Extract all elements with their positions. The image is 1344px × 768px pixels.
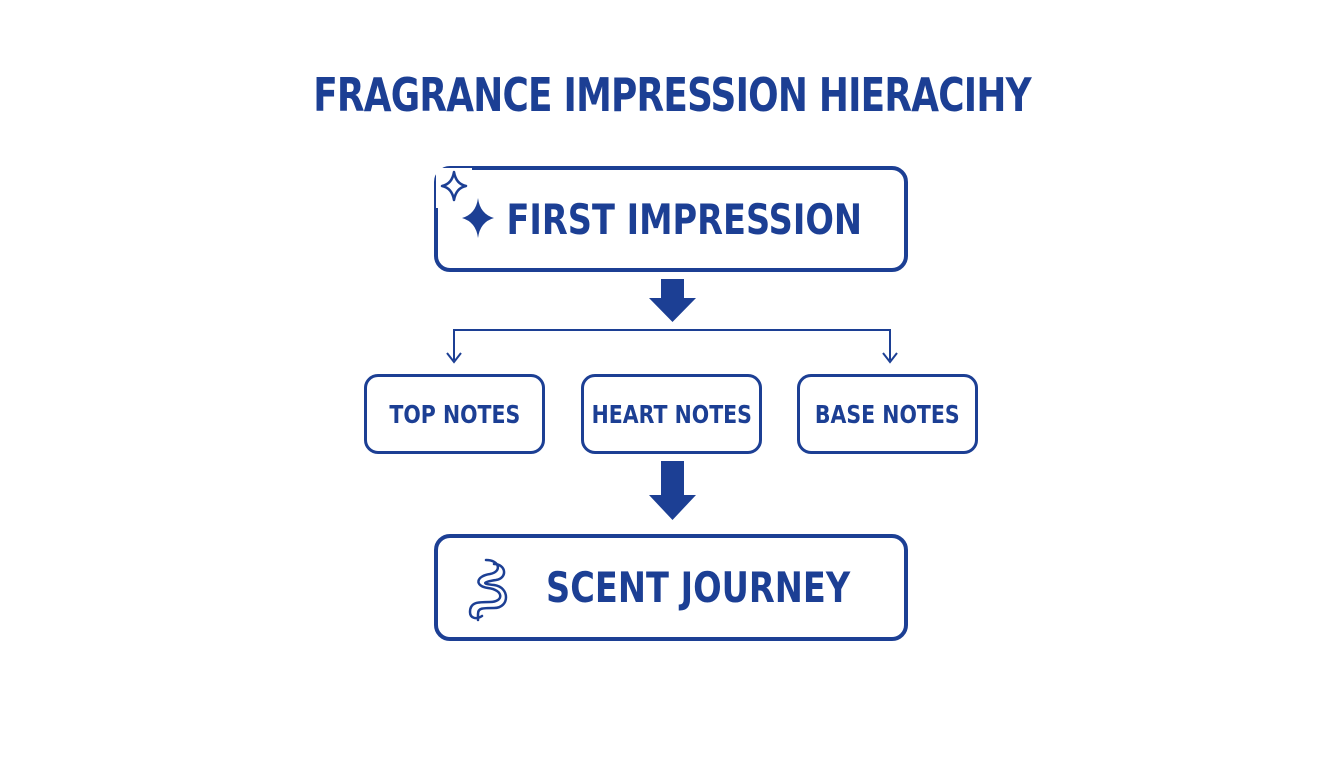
winding-path-icon	[468, 558, 508, 622]
node-heart-notes: HEART NOTES	[581, 374, 762, 454]
node-top-notes: TOP NOTES	[364, 374, 545, 454]
sparkle-icon	[436, 168, 494, 238]
node-scent-journey: SCENT JOURNEY	[434, 534, 908, 641]
node-base-notes-label: BASE NOTES	[815, 399, 960, 429]
node-top-notes-label: TOP NOTES	[389, 399, 520, 429]
node-base-notes: BASE NOTES	[797, 374, 978, 454]
bold-arrow-notes-to-journey	[649, 461, 696, 520]
branch-line	[453, 329, 891, 360]
node-first-impression: FIRST IMPRESSION	[434, 166, 908, 272]
branch-arrowhead-right	[882, 352, 898, 364]
node-first-impression-label: FIRST IMPRESSION	[506, 194, 862, 244]
node-scent-journey-label: SCENT JOURNEY	[545, 563, 851, 612]
node-heart-notes-label: HEART NOTES	[591, 399, 752, 429]
branch-arrowhead-left	[446, 352, 462, 364]
bold-arrow-first-to-notes	[649, 279, 696, 322]
branch-connector	[446, 329, 898, 364]
diagram-title: FRAGRANCE IMPRESSION HIERACIHY	[313, 68, 1031, 122]
